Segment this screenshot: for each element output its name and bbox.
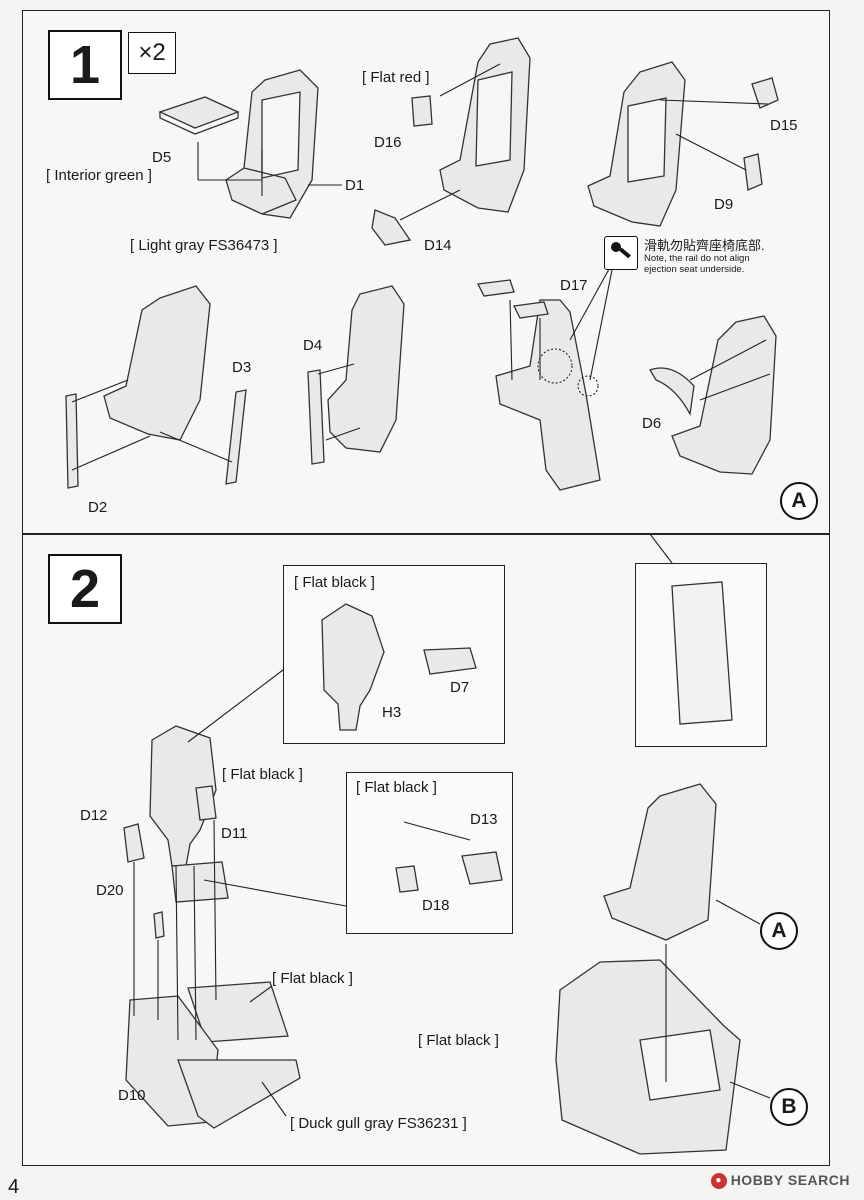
part-d2-right: [225, 389, 247, 485]
part-d4: [307, 369, 325, 465]
label-flat-red: [ Flat red ]: [362, 69, 430, 86]
instrument-panel-assembly-inset: [321, 603, 385, 731]
label-d18: D18: [422, 897, 450, 914]
label-flat-black-d11: [ Flat black ]: [222, 766, 303, 783]
part-d6: [649, 367, 695, 417]
assembled-cockpit-tub: [555, 959, 741, 1155]
label-light-gray: [ Light gray FS36473 ]: [130, 237, 278, 254]
reference-marker-a-step2: A: [760, 912, 798, 950]
label-d15: D15: [770, 117, 798, 134]
watermark-text: HOBBY SEARCH: [730, 1172, 850, 1188]
label-d4: D4: [303, 337, 323, 354]
ejection-seat-body-5: [327, 285, 405, 453]
note-text-en-1: Note, the rail do not align: [644, 253, 750, 264]
part-d17-top: [477, 279, 515, 297]
step1-quantity: ×2: [128, 32, 176, 74]
part-d14: [371, 209, 412, 246]
label-d17: D17: [560, 277, 588, 294]
label-d2: D2: [88, 499, 108, 516]
watermark: ●HOBBY SEARCH: [710, 1172, 850, 1190]
label-interior-green: [ Interior green ]: [46, 167, 152, 184]
label-flat-black-console: [ Flat black ]: [272, 970, 353, 987]
label-h3: H3: [382, 704, 402, 721]
reference-marker-b: B: [770, 1088, 808, 1126]
label-d10: D10: [118, 1087, 146, 1104]
ejection-seat-body-1: [225, 69, 319, 219]
ejection-seat-body-3: [587, 61, 686, 227]
label-d5: D5: [152, 149, 172, 166]
page-number: 4: [8, 1176, 20, 1198]
part-control-yoke: [171, 861, 229, 903]
part-d16: [411, 95, 433, 127]
label-flat-black-d13: [ Flat black ]: [356, 779, 437, 796]
part-d11: [195, 785, 217, 821]
note-text-jp: 滑軌勿貼齊座椅底部.: [644, 238, 765, 253]
caution-glue-icon: [604, 236, 638, 270]
rail-alignment-note: 滑軌勿貼齊座椅底部. Note, the rail do not align e…: [644, 238, 765, 275]
part-d15: [751, 77, 779, 109]
label-d3: D3: [232, 359, 252, 376]
part-d20: [153, 911, 165, 939]
step1-number: 1: [48, 30, 122, 100]
part-d9: [743, 153, 763, 191]
label-d9: D9: [714, 196, 734, 213]
part-d12: [123, 823, 145, 863]
label-d11: D11: [221, 825, 248, 842]
part-d7: [423, 647, 477, 675]
label-d7: D7: [450, 679, 470, 696]
part-d18: [395, 865, 419, 893]
note-text-en-2: ejection seat underside.: [644, 264, 745, 275]
ejection-seat-body-2: [439, 37, 531, 213]
part-side-console: [187, 981, 289, 1043]
part-d10-floor: [177, 1059, 301, 1129]
label-d1: D1: [345, 177, 365, 194]
label-d14: D14: [424, 237, 452, 254]
label-d13: D13: [470, 811, 498, 828]
ejection-seat-body-6: [495, 299, 601, 491]
label-d16: D16: [374, 134, 402, 151]
label-duck-gull-gray: [ Duck gull gray FS36231 ]: [290, 1115, 467, 1132]
part-d17-bottom: [513, 301, 549, 319]
step2-number: 2: [48, 554, 122, 624]
label-d20: D20: [96, 882, 124, 899]
ejection-seat-body-4: [103, 285, 211, 441]
label-d12: D12: [80, 807, 108, 824]
label-flat-black-panel: [ Flat black ]: [294, 574, 375, 591]
part-d13: [461, 851, 503, 885]
seat-rear-view: [671, 581, 733, 725]
part-d2-left: [65, 393, 79, 489]
assembled-ejection-seat: [603, 783, 717, 941]
reference-marker-a-step1: A: [780, 482, 818, 520]
label-d6: D6: [642, 415, 662, 432]
watermark-logo-icon: ●: [710, 1173, 727, 1190]
label-flat-black-cockpit: [ Flat black ]: [418, 1032, 499, 1049]
